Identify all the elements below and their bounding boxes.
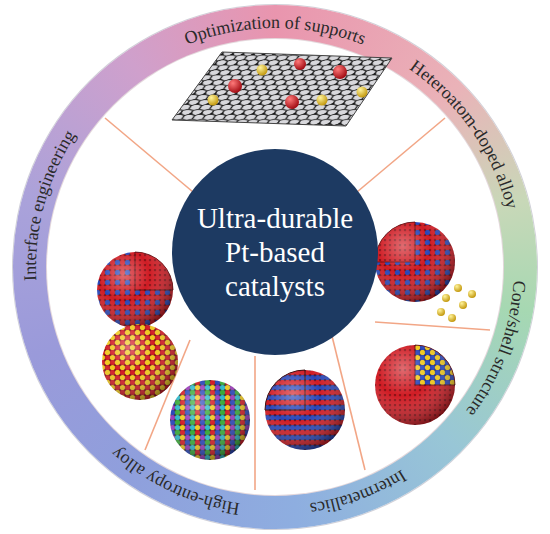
ring-labels: Optimization of supportsHeteroatom-doped… xyxy=(20,12,530,519)
ring-label-line: High-entropy alloy xyxy=(107,443,241,519)
illustration-part xyxy=(375,222,455,302)
illustration-part xyxy=(102,324,178,400)
illustration-part xyxy=(437,308,445,316)
title-text: Ultra-durable Pt-based catalysts xyxy=(177,201,373,304)
illustration-part xyxy=(257,65,268,76)
ring-label: Intermetallics xyxy=(309,466,410,519)
ring-label: Core/shell structure xyxy=(462,280,529,421)
illustration-part xyxy=(375,222,455,302)
illustration-part xyxy=(375,322,490,330)
illustration-part xyxy=(170,380,250,460)
illustration-part xyxy=(208,95,219,106)
illustration-part xyxy=(357,118,445,192)
illustration-part xyxy=(170,380,250,460)
illustration-part xyxy=(459,301,467,309)
illustration-part xyxy=(285,95,299,109)
illustration-part xyxy=(454,284,462,292)
illustration-part xyxy=(357,87,368,98)
ring-label: High-entropy alloy xyxy=(107,443,241,519)
illustration-part xyxy=(468,290,476,298)
illustration-part xyxy=(97,252,173,328)
intermetallic-sphere xyxy=(265,370,345,450)
illustration-part xyxy=(102,324,178,400)
heteroatom-sphere xyxy=(375,222,476,322)
illustration-part xyxy=(317,95,328,106)
illustration-part xyxy=(228,79,242,93)
ring-label-line: Optimization of supports xyxy=(182,12,369,48)
illustration-part xyxy=(265,370,345,450)
ring-label: Interface engineering xyxy=(20,126,79,281)
high-entropy-sphere xyxy=(170,380,250,460)
illustration-part xyxy=(265,370,345,450)
illustration-part xyxy=(97,252,173,328)
illustration-part xyxy=(172,52,392,126)
illustration-part xyxy=(448,314,456,322)
interface-spheres xyxy=(97,252,178,400)
illustration-part xyxy=(254,356,256,490)
ring-label: Optimization of supports xyxy=(182,12,369,48)
ring-label-line: Intermetallics xyxy=(309,466,410,519)
illustration-part xyxy=(294,58,306,70)
ring-label-line: Heteroatom-doped alloy xyxy=(406,56,522,211)
illustration-part xyxy=(375,345,455,425)
illustration-part xyxy=(375,345,455,425)
core-shell-sphere xyxy=(375,345,455,425)
ring-label-line: Core/shell structure xyxy=(462,280,529,421)
illustration-part xyxy=(333,65,347,79)
ring-label: Heteroatom-doped alloy xyxy=(406,56,522,211)
illustration-part xyxy=(442,294,450,302)
graphene-support xyxy=(172,52,392,126)
ring-label-line: Interface engineering xyxy=(20,126,79,281)
center-circle: Ultra-durable Pt-based catalysts xyxy=(172,149,378,355)
illustration-part xyxy=(105,118,193,192)
